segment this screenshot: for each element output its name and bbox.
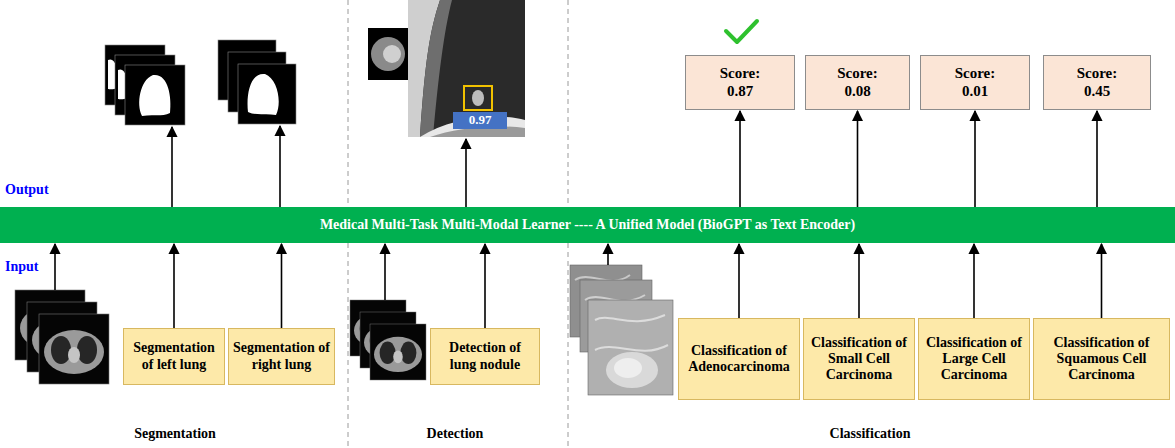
section-label: Classification <box>770 426 970 442</box>
node-text: Detection of lung nodule <box>435 340 535 372</box>
connector-arrow <box>281 244 283 328</box>
prompt-box: Classification of Large Cell Carcinoma <box>918 318 1030 400</box>
node-text: Score: <box>1077 65 1118 82</box>
detection-image <box>368 0 525 137</box>
node-text: Score: <box>955 65 996 82</box>
connector-arrow <box>858 244 860 318</box>
connector-arrow <box>173 244 175 328</box>
node-text: 0.87 <box>727 83 753 100</box>
node-text: Score: <box>837 65 878 82</box>
node-text: Score: <box>720 65 761 82</box>
mask-stack <box>218 40 296 124</box>
ct-stack <box>350 300 426 380</box>
section-label: Detection <box>355 426 555 442</box>
confidence-tag: 0.97 <box>453 112 507 129</box>
node-text: Classification of Squamous Cell Carcinom… <box>1038 335 1165 383</box>
prompt-box: Classification of Squamous Cell Carcinom… <box>1033 318 1170 400</box>
node-text: 0.45 <box>1084 83 1110 100</box>
score-box: Score:0.01 <box>920 55 1030 110</box>
prompt-box: Detection of lung nodule <box>430 328 540 385</box>
prompt-box: Classification of Small Cell Carcinoma <box>803 318 915 400</box>
node-text: Segmentation of right lung <box>233 340 330 372</box>
model-band: Medical Multi-Task Multi-Modal Learner -… <box>0 207 1175 243</box>
node-text: 0.01 <box>962 83 988 100</box>
connector-arrow <box>484 244 486 328</box>
node-text: Medical Multi-Task Multi-Modal Learner -… <box>320 217 855 233</box>
mask-stack <box>105 45 185 125</box>
axis-label: Input <box>5 259 85 275</box>
node-text: Classification of Small Cell Carcinoma <box>808 335 910 383</box>
connector-arrow <box>1096 111 1098 207</box>
node-text: Segmentation of left lung <box>128 340 220 372</box>
connector-arrow <box>738 244 740 318</box>
connector-arrow <box>974 111 976 207</box>
node-text: Classification of Adenocarcinoma <box>683 343 795 375</box>
connector-arrow <box>1101 244 1103 318</box>
check-mark <box>726 21 757 42</box>
ct-stack <box>15 290 109 384</box>
node-text: 0.97 <box>469 113 492 128</box>
connector-arrow <box>857 111 859 207</box>
connector-arrow <box>973 244 975 318</box>
node-text: Classification of Large Cell Carcinoma <box>923 335 1025 383</box>
score-box: Score:0.08 <box>805 55 910 110</box>
section-label: Segmentation <box>75 426 275 442</box>
score-box: Score:0.87 <box>685 55 795 110</box>
node-text: 0.08 <box>844 83 870 100</box>
ct-patch-stack <box>570 265 673 395</box>
axis-label: Output <box>5 182 85 198</box>
connector-arrow <box>739 111 741 207</box>
prompt-box: Classification of Adenocarcinoma <box>678 318 800 400</box>
score-box: Score:0.45 <box>1043 55 1151 110</box>
prompt-box: Segmentation of right lung <box>228 328 335 385</box>
prompt-box: Segmentation of left lung <box>123 328 225 385</box>
